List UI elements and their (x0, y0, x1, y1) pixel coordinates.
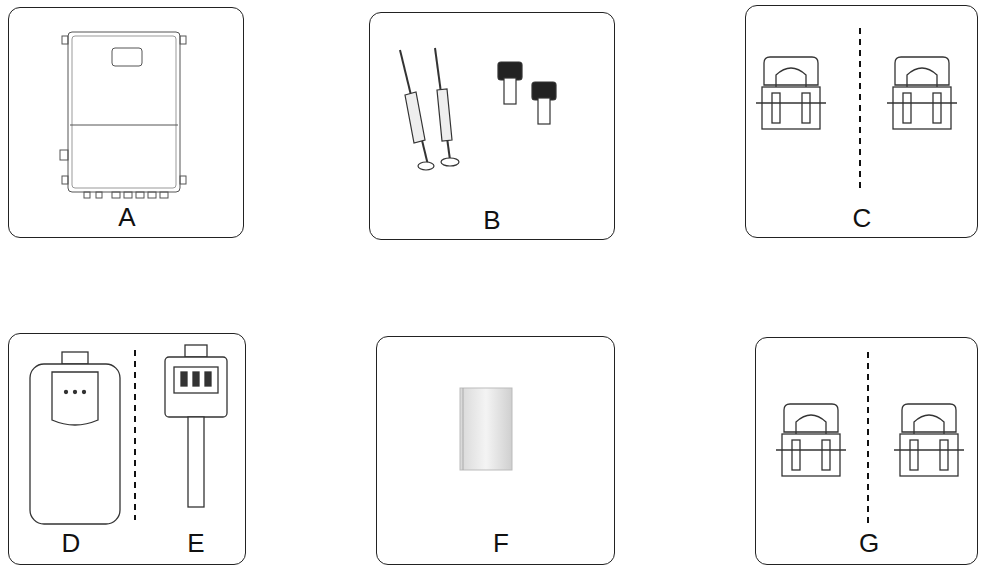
panel-box: B (369, 12, 615, 240)
bolts-drawing (400, 48, 556, 170)
panel-box: G (755, 337, 978, 565)
ct-clamps-drawing (756, 28, 957, 190)
panel-box: F (376, 336, 615, 565)
panel-letter: D (62, 530, 81, 556)
panel-letter: E (187, 530, 204, 556)
panel-letter: G (859, 530, 879, 556)
panel-box: C (745, 5, 978, 238)
panel-letter: C (853, 205, 872, 231)
panel-letter: F (493, 530, 509, 556)
ct-clamps-drawing (776, 352, 964, 525)
panel-box: DE (8, 333, 246, 565)
panel-letter: B (483, 207, 500, 233)
manual-drawing (460, 388, 512, 470)
dongle-drawing (30, 345, 227, 524)
panel-letter: A (118, 204, 135, 230)
inverter-drawing (60, 32, 186, 198)
panel-box: A (8, 7, 244, 238)
